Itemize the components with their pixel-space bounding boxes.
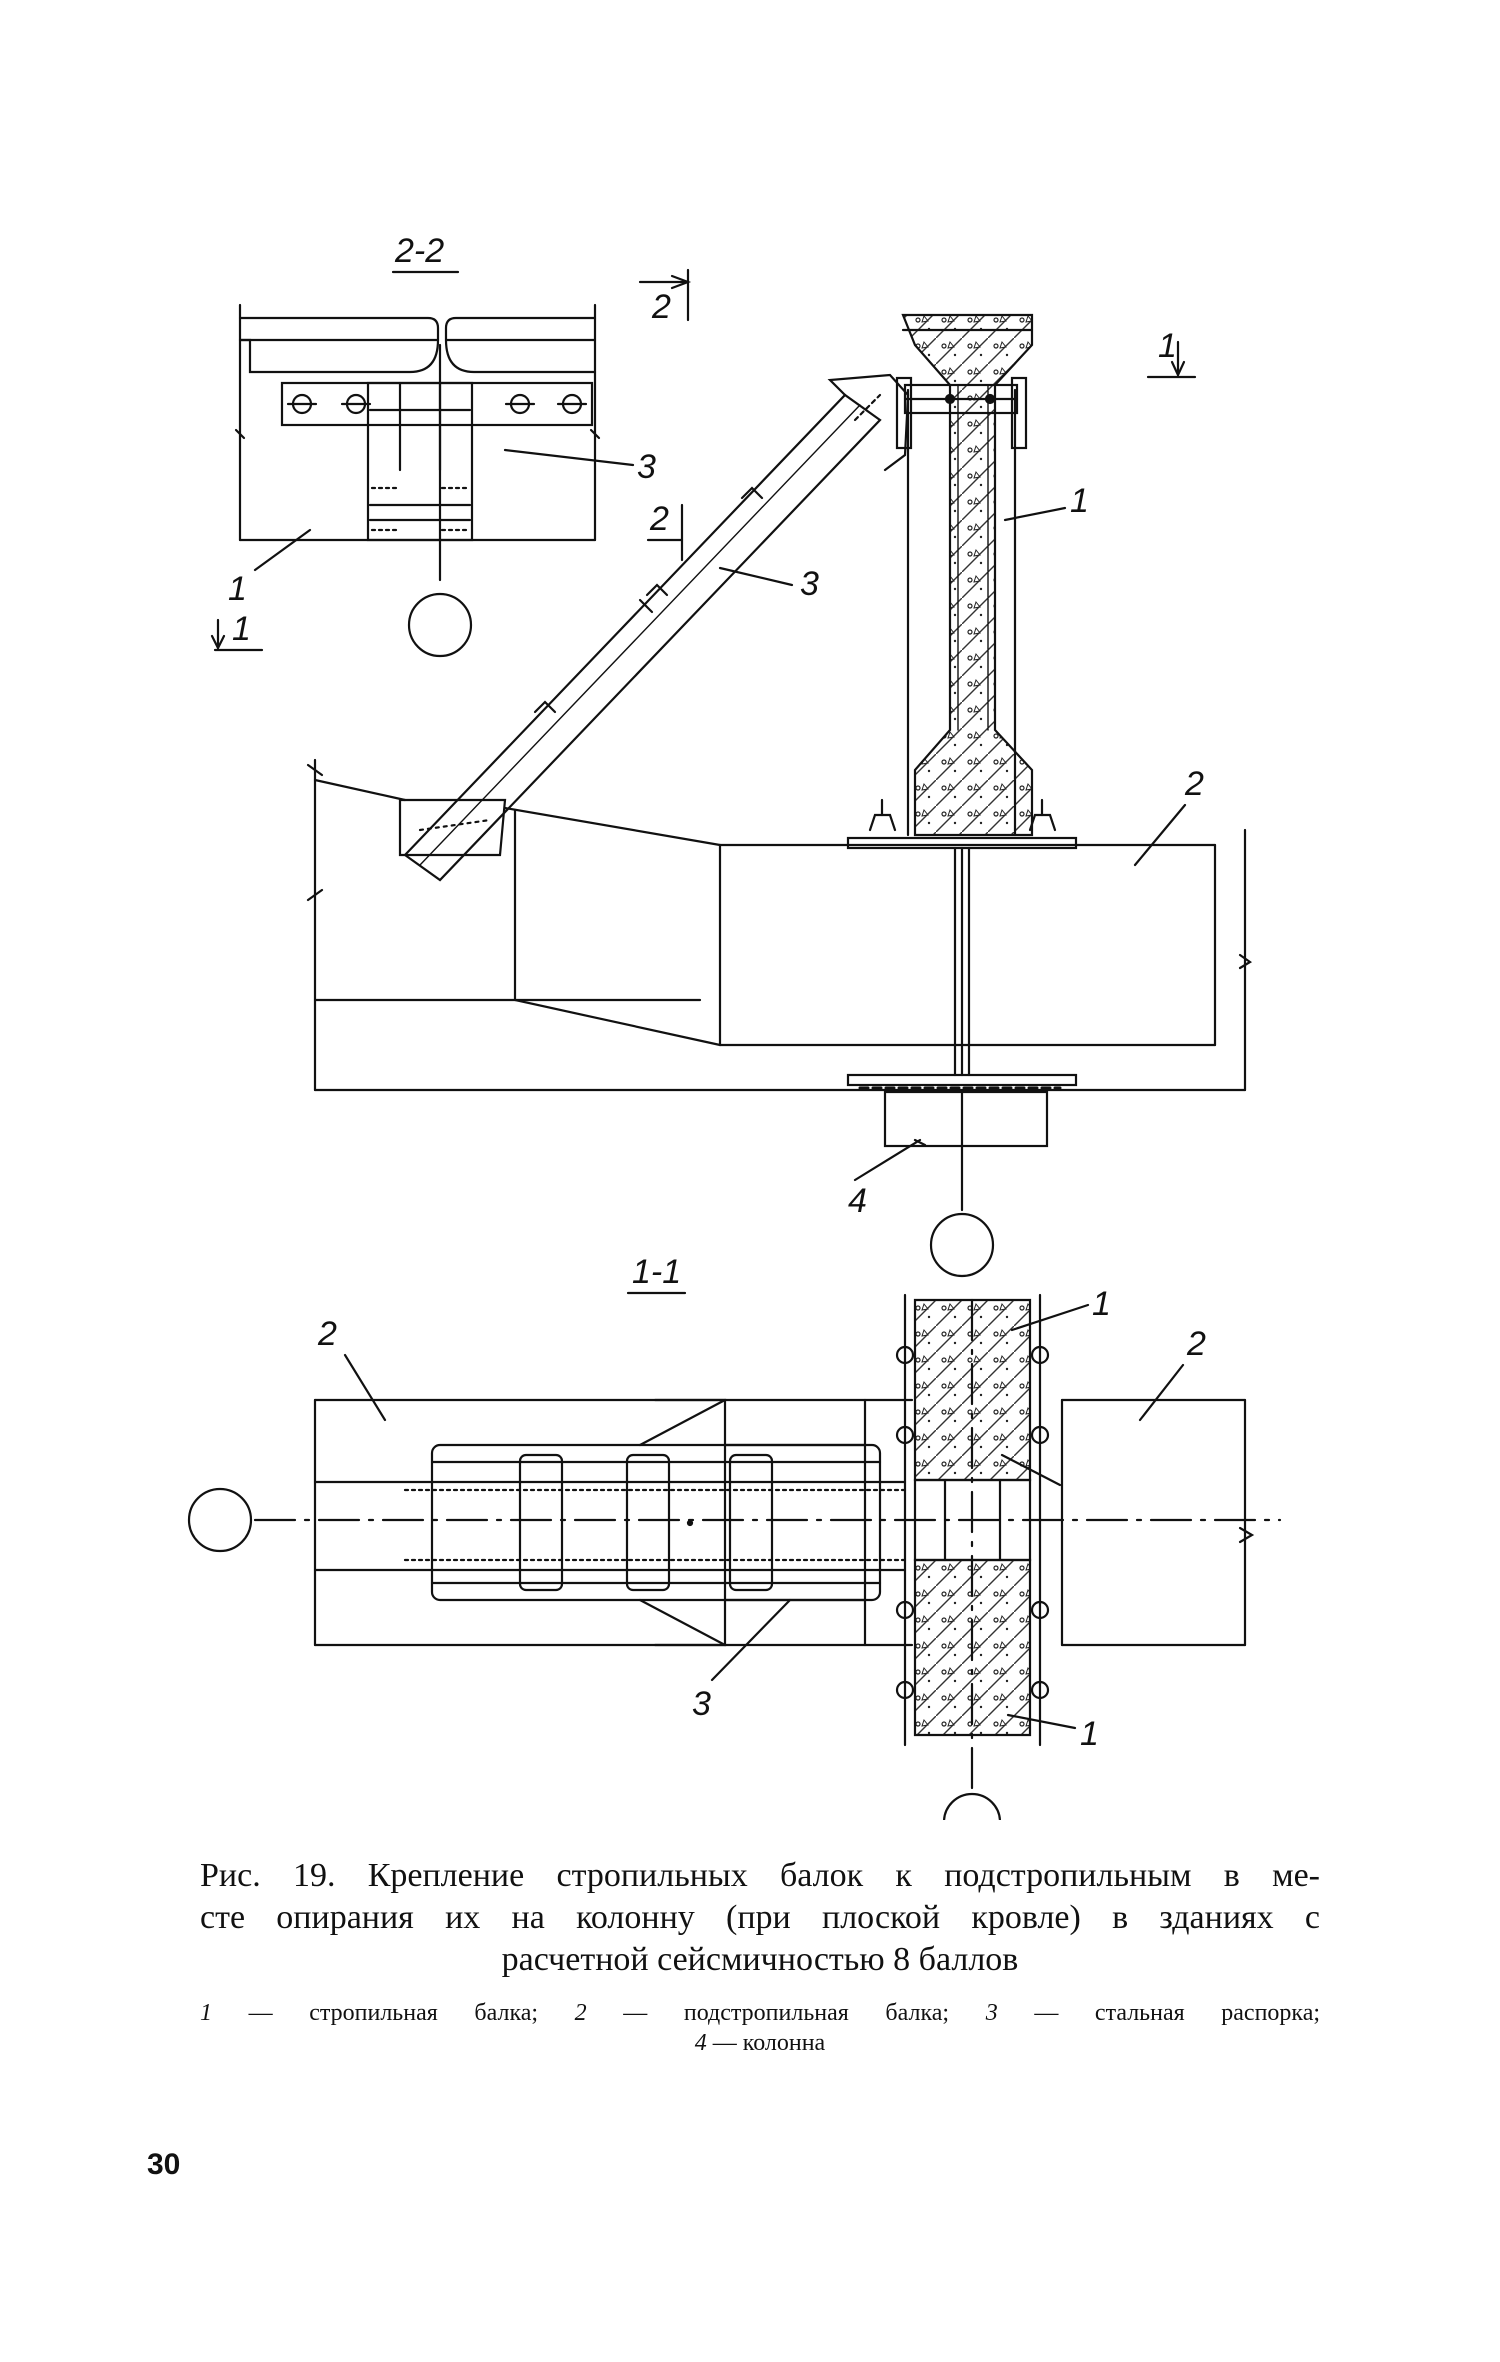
label-2-left: 2	[317, 1315, 337, 1353]
column-section	[846, 836, 1078, 1278]
section-2-2-label: 2-2	[394, 232, 444, 270]
caption-line-3: расчетной сейсмичностью 8 баллов	[501, 1941, 1019, 1978]
rafter-beam	[901, 313, 1034, 837]
cut-mark-2-top: 2	[638, 268, 692, 326]
section-1-1: 1-1	[187, 1253, 1282, 1820]
legend-row-1: 1 — стропильная балка; 2 — подстропильна…	[200, 2000, 1321, 2026]
caption-line-2: сте опирания их на колонну (при плоской …	[200, 1899, 1320, 1936]
label-1-elev: 1	[1070, 482, 1089, 520]
technical-drawing: 2-2	[187, 232, 1282, 1820]
steel-strut	[398, 373, 910, 882]
svg-text:2: 2	[651, 288, 671, 326]
label-1-bottom: 1	[1080, 1715, 1099, 1753]
main-elevation: 3 1 2	[306, 313, 1253, 1278]
label-3-sec22: 3	[637, 448, 656, 486]
caption-line-1: Рис. 19. Крепление стропильных балок к п…	[200, 1857, 1320, 1894]
cut-mark-1-right: 1	[1146, 327, 1197, 379]
label-3-elev: 3	[800, 565, 819, 603]
cut-mark-1-left: 1	[232, 610, 251, 648]
sub-rafter-beam	[306, 758, 1253, 1092]
label-1-top: 1	[1092, 1285, 1111, 1323]
label-2-right: 2	[1186, 1325, 1206, 1363]
label-4: 4	[848, 1182, 867, 1220]
legend-row-2: 4 — колонна	[694, 2030, 826, 2056]
label-1-sec22: 1	[228, 570, 247, 608]
figure-legend: 1 — стропильная балка; 2 — подстропильна…	[200, 1998, 1320, 2058]
figure-caption: Рис. 19. Крепление стропильных балок к п…	[200, 1855, 1320, 1981]
section-2-2: 2-2	[210, 232, 684, 658]
label-2-elev: 2	[1184, 765, 1204, 803]
page-number: 30	[147, 2148, 181, 2181]
label-3-plan: 3	[692, 1685, 711, 1723]
cut-mark-2-mid: 2	[649, 500, 669, 538]
section-1-1-label: 1-1	[632, 1253, 681, 1291]
svg-text:1: 1	[1158, 327, 1177, 365]
